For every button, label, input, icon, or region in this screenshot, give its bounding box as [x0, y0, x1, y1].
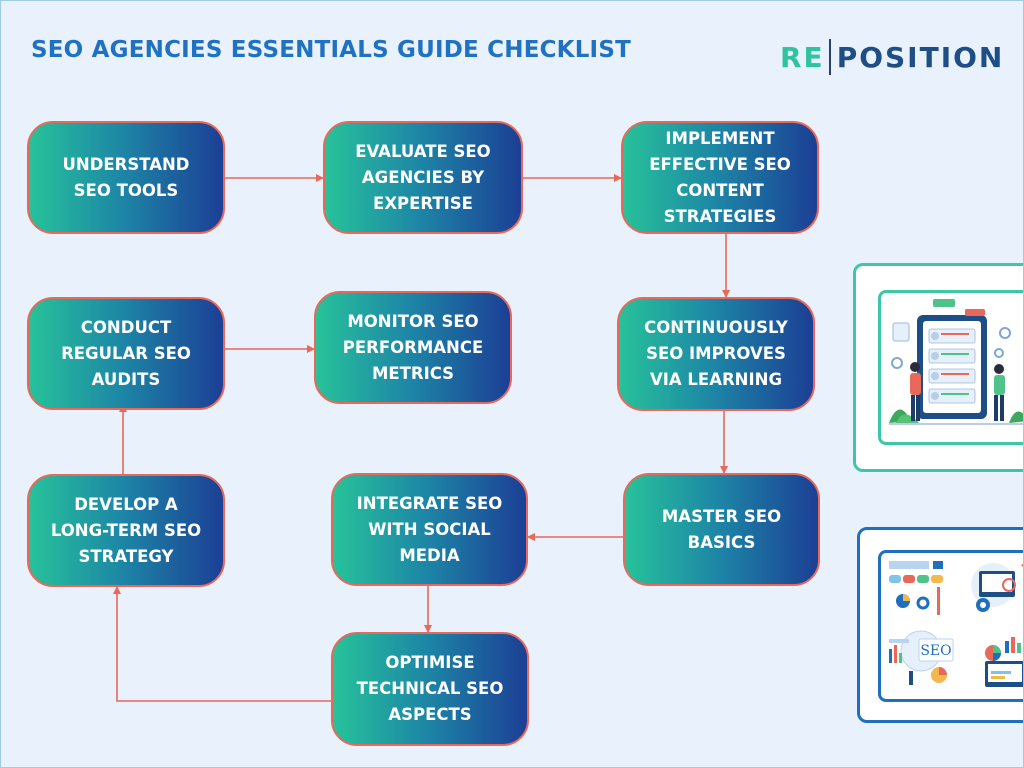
- step-line: IMPLEMENT: [665, 128, 775, 148]
- step-line: LONG-TERM SEO: [50, 520, 202, 540]
- seo-analytics-illustration-panel: SEO: [857, 527, 1023, 723]
- step-line: STRATEGIES: [663, 206, 777, 226]
- step-line: BASICS: [687, 532, 756, 552]
- step-line: STRATEGY: [78, 546, 174, 566]
- step-implement-content-strategies: IMPLEMENT EFFECTIVE SEO CONTENT STRATEGIES: [621, 121, 819, 234]
- step-text: DEVELOP A LONG-TERM SEO STRATEGY: [51, 492, 201, 570]
- step-text: CONDUCT REGULAR SEO AUDITS: [61, 315, 191, 393]
- reposition-logo: RE POSITION: [780, 39, 1004, 75]
- logo-divider: [828, 39, 831, 75]
- step-continuously-improve: CONTINUOUSLY SEO IMPROVES VIA LEARNING: [617, 297, 815, 411]
- step-line: METRICS: [371, 363, 455, 383]
- step-line: MASTER SEO: [661, 506, 782, 526]
- step-line: EVALUATE SEO: [355, 141, 491, 161]
- seo-analytics-illustration: SEO: [889, 561, 1023, 687]
- step-monitor-performance-metrics: MONITOR SEO PERFORMANCE METRICS: [314, 291, 512, 404]
- step-develop-long-term-strategy: DEVELOP A LONG-TERM SEO STRATEGY: [27, 474, 225, 587]
- step-text: MONITOR SEO PERFORMANCE METRICS: [343, 309, 483, 387]
- step-line: DEVELOP A: [74, 494, 178, 514]
- step-line: SEO IMPROVES: [646, 344, 786, 363]
- step-text: INTEGRATE SEO WITH SOCIAL MEDIA: [357, 491, 503, 569]
- step-line: WITH SOCIAL: [368, 519, 491, 539]
- step-text: MASTER SEO BASICS: [662, 504, 781, 556]
- seo-badge-text: SEO: [920, 643, 951, 659]
- step-line: EXPERTISE: [373, 193, 473, 213]
- logo-position: POSITION: [836, 40, 1005, 74]
- step-line: UNDERSTAND: [62, 154, 190, 174]
- step-text: IMPLEMENT EFFECTIVE SEO CONTENT STRATEGIES: [649, 126, 791, 230]
- seo-analytics-illustration-frame: SEO: [878, 550, 1023, 702]
- step-line: CONTENT: [676, 180, 764, 200]
- step-line: AUDITS: [91, 369, 161, 389]
- step-line: ASPECTS: [388, 705, 472, 724]
- step-line: MONITOR SEO: [347, 311, 479, 331]
- step-text: UNDERSTAND SEO TOOLS: [62, 152, 189, 204]
- step-optimise-technical-seo: OPTIMISE TECHNICAL SEO ASPECTS: [331, 632, 529, 746]
- step-line: PERFORMANCE: [342, 337, 484, 357]
- step-evaluate-seo-agencies: EVALUATE SEO AGENCIES BY EXPERTISE: [323, 121, 523, 234]
- logo-re: RE: [780, 40, 825, 74]
- step-conduct-regular-audits: CONDUCT REGULAR SEO AUDITS: [27, 297, 225, 410]
- step-line: EFFECTIVE SEO: [649, 154, 791, 174]
- arrow-optimise-to-develop: [113, 586, 331, 702]
- step-line: REGULAR SEO: [61, 343, 191, 363]
- step-understand-seo-tools: UNDERSTAND SEO TOOLS: [27, 121, 225, 234]
- step-line: OPTIMISE: [385, 653, 475, 672]
- checklist-illustration-frame: [878, 290, 1023, 445]
- page-title: SEO AGENCIES ESSENTIALS GUIDE CHECKLIST: [31, 37, 631, 63]
- step-integrate-social-media: INTEGRATE SEO WITH SOCIAL MEDIA: [331, 473, 528, 586]
- step-text: EVALUATE SEO AGENCIES BY EXPERTISE: [355, 139, 490, 217]
- step-line: SEO TOOLS: [73, 180, 179, 200]
- step-line: AGENCIES BY: [361, 167, 485, 187]
- step-text: CONTINUOUSLY SEO IMPROVES VIA LEARNING: [644, 315, 788, 393]
- step-line: CONDUCT: [80, 317, 172, 337]
- checklist-board-illustration: [889, 299, 1023, 425]
- step-line: VIA LEARNING: [650, 370, 782, 389]
- step-master-seo-basics: MASTER SEO BASICS: [623, 473, 820, 586]
- checklist-illustration-panel: [853, 263, 1023, 472]
- step-text: OPTIMISE TECHNICAL SEO ASPECTS: [357, 650, 504, 728]
- step-line: TECHNICAL SEO: [356, 679, 504, 698]
- step-line: CONTINUOUSLY: [644, 318, 788, 337]
- step-line: INTEGRATE SEO: [356, 493, 503, 513]
- step-line: MEDIA: [399, 545, 460, 565]
